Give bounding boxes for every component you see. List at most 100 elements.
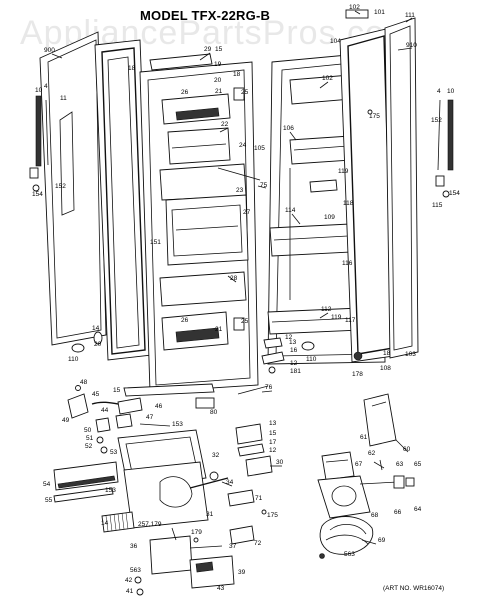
part-callout: 116 — [342, 260, 353, 267]
part-callout: 25 — [241, 318, 249, 325]
part-callout: 115 — [432, 202, 443, 209]
part-callout: 110 — [306, 356, 317, 363]
part-callout: 62 — [368, 450, 376, 457]
part-callout: 117 — [345, 317, 356, 324]
part-callout: 26 — [181, 317, 189, 324]
part-callout: 11 — [60, 95, 67, 102]
part-callout: 152 — [431, 117, 442, 124]
drip-tray-grille — [101, 511, 135, 533]
fresh-food-door-outer — [345, 9, 419, 359]
part-callout: 103 — [405, 351, 416, 358]
part-callout: 910 — [406, 42, 417, 49]
leader-lines — [51, 10, 413, 545]
part-callout: 47 — [146, 414, 154, 421]
part-callout: 14 — [101, 520, 109, 527]
part-callout: 39 — [238, 569, 246, 576]
part-callout: 119 — [331, 314, 342, 321]
fresh-food-door-gasket — [339, 27, 401, 363]
part-callout: 32 — [212, 452, 220, 459]
part-callout: 105 — [254, 145, 265, 152]
part-callout: 101 — [374, 9, 385, 16]
part-callout: 52 — [85, 443, 93, 450]
part-callout: 68 — [371, 512, 379, 519]
part-callout: 106 — [283, 125, 294, 132]
part-callout: 23 — [236, 187, 244, 194]
part-callout: 257,179 — [138, 521, 162, 528]
part-callout: 46 — [155, 403, 163, 410]
part-callout: 28 — [230, 275, 238, 282]
part-callout: 15 — [269, 430, 277, 437]
part-callout: 13 — [289, 339, 297, 346]
part-callout: 41 — [126, 588, 134, 595]
dispenser-housing — [117, 429, 229, 529]
part-callout: 67 — [355, 461, 363, 468]
part-callout: 25 — [241, 89, 249, 96]
part-callout: 69 — [378, 537, 386, 544]
part-callout: 19 — [214, 61, 222, 68]
part-callout: 49 — [62, 417, 70, 424]
part-callout: 71 — [255, 495, 263, 502]
part-callout: 18 — [233, 71, 241, 78]
part-callout: 112 — [321, 306, 332, 313]
dispenser-trim — [123, 383, 269, 409]
part-callout: 175 — [369, 113, 380, 120]
part-callout: 31 — [206, 511, 214, 518]
part-callout: 76 — [265, 384, 273, 391]
fresh-food-hinge-parts — [367, 99, 454, 198]
part-callout: 13 — [269, 420, 277, 427]
part-callout: 178 — [352, 371, 363, 378]
part-callout: 44 — [101, 407, 109, 414]
part-callout: 900 — [44, 47, 55, 54]
part-callout: 118 — [343, 200, 354, 207]
part-callout: 153 — [105, 487, 116, 494]
part-callout: 54 — [43, 481, 51, 488]
part-callout: 563 — [344, 551, 355, 558]
part-callout: 4 — [44, 83, 48, 90]
part-callout: 151 — [150, 239, 161, 246]
part-callout: 43 — [217, 585, 225, 592]
part-callout: 61 — [360, 434, 368, 441]
part-callout: 50 — [84, 427, 92, 434]
part-callout: 12 — [269, 447, 277, 454]
part-callout: 20 — [214, 77, 222, 84]
part-callout: 108 — [380, 365, 391, 372]
part-callout: 55 — [45, 497, 53, 504]
part-callout: 102 — [322, 75, 333, 82]
bottom-dispenser-parts — [134, 527, 235, 596]
part-callout: 563 — [130, 567, 141, 574]
ice-crusher-assembly — [317, 393, 415, 559]
part-callout: 12 — [290, 360, 298, 367]
part-callout: 114 — [285, 207, 296, 214]
part-callout: 181 — [290, 368, 301, 375]
part-callout: 53 — [110, 449, 118, 456]
part-callout: 15 — [113, 387, 121, 394]
part-callout: 26 — [181, 89, 189, 96]
part-callout: 15 — [215, 46, 223, 53]
part-callout: 29 — [204, 46, 212, 53]
model-title: MODEL TFX-22RG-B — [140, 8, 271, 23]
door-bottom-parts — [71, 331, 363, 374]
part-callout: 110 — [68, 356, 79, 363]
part-callout: 12 — [285, 334, 293, 341]
part-callout: 36 — [130, 543, 138, 550]
part-callout: 60 — [403, 446, 411, 453]
freezer-door-outer — [39, 31, 107, 346]
part-callout: 109 — [324, 214, 335, 221]
part-callout: 16 — [290, 347, 298, 354]
part-callout: 27 — [243, 209, 251, 216]
part-callout: 34 — [226, 479, 234, 486]
part-callout: 75 — [260, 182, 268, 189]
part-callout: 152 — [55, 183, 66, 190]
part-callout: 80 — [210, 409, 218, 416]
part-callout: 66 — [394, 509, 402, 516]
part-callout: 179 — [191, 529, 202, 536]
part-callout: 64 — [414, 506, 422, 513]
part-callout: 18 — [383, 350, 391, 357]
part-callout: 72 — [254, 540, 262, 547]
part-callout: 37 — [229, 543, 237, 550]
part-callout: 10 — [447, 88, 455, 95]
part-callout: 45 — [92, 391, 100, 398]
